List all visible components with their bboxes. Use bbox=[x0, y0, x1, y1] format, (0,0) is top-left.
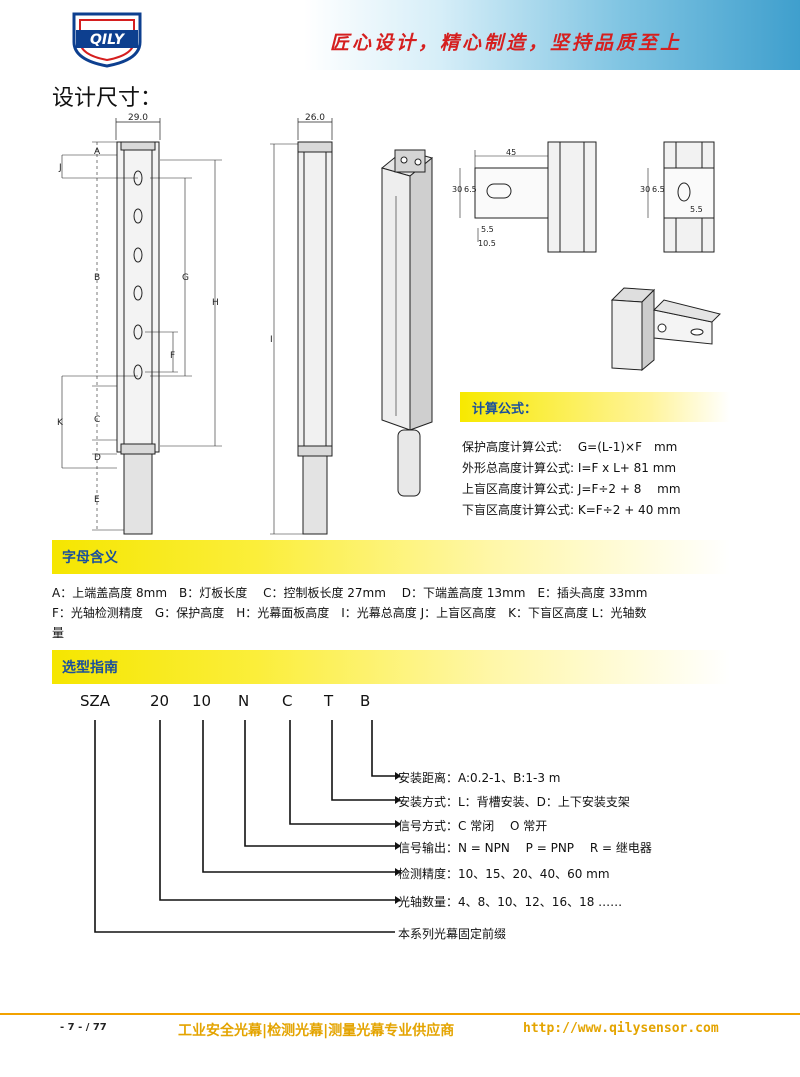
bracket-dim-45: 45 bbox=[506, 148, 516, 157]
option-signal-mode: 信号方式：C 常闭 O 常开 bbox=[398, 819, 548, 833]
dim-label-a: A bbox=[94, 147, 101, 157]
bracket-dim-30b: 30 bbox=[640, 185, 650, 194]
formula-upper-blind-zone: 上盲区高度计算公式: J=F÷2 + 8 mm bbox=[462, 482, 681, 496]
bracket-dim-6-5b: 6.5 bbox=[652, 185, 665, 194]
side-width-label: 26.0 bbox=[305, 113, 325, 123]
option-axis-count: 光轴数量：4、8、10、12、16、18 …… bbox=[398, 895, 623, 909]
bracket-dim-5-5b: 5.5 bbox=[690, 205, 703, 214]
dimension-drawings: 29.0 A B C bbox=[57, 113, 721, 535]
dim-label-h: H bbox=[212, 298, 219, 308]
formula-protection-height: 保护高度计算公式: G=(L-1)×F mm bbox=[462, 440, 678, 454]
code-signal: C bbox=[282, 692, 293, 710]
formula-title: 计算公式： bbox=[472, 402, 538, 417]
front-dim-labels: A B C D E F G H I J K bbox=[57, 147, 273, 505]
guide-title: 选型指南 bbox=[62, 660, 118, 676]
option-mount-method: 安装方式：L：背槽安装、D：上下安装支架 bbox=[398, 795, 630, 809]
code-output: N bbox=[238, 692, 250, 710]
dim-label-g: G bbox=[182, 273, 189, 283]
page-number: - 7 - / 77 bbox=[60, 1022, 107, 1033]
option-mount-distance: 安装距离：A:0.2-1、B:1-3 m bbox=[398, 771, 561, 785]
letters-line-1: A：上端盖高度 8mm B：灯板长度 C：控制板长度 27mm D：下端盖高度 … bbox=[52, 586, 648, 600]
guide-section-header: 选型指南 bbox=[52, 650, 730, 684]
perspective-view-drawing bbox=[380, 149, 434, 497]
formula-lower-blind-zone: 下盲区高度计算公式: K=F÷2 + 40 mm bbox=[462, 503, 681, 517]
bracket-top-drawing bbox=[459, 141, 597, 253]
option-detect-precision: 检测精度：10、15、20、40、60 mm bbox=[398, 867, 610, 881]
page-title: 设计尺寸： bbox=[52, 86, 163, 111]
bracket-dim-6-5a: 6.5 bbox=[464, 185, 477, 194]
slogan: 匠心设计，精心制造，坚持品质至上 bbox=[330, 32, 683, 54]
dim-label-j: J bbox=[58, 163, 62, 173]
front-view-drawing: 29.0 bbox=[61, 113, 222, 535]
code-prefix: SZA bbox=[80, 692, 111, 710]
dim-label-c: C bbox=[94, 415, 100, 425]
dim-label-k: K bbox=[57, 418, 64, 428]
bracket-perspective-drawing bbox=[610, 287, 721, 372]
dim-label-d: D bbox=[94, 453, 101, 463]
bracket-side-drawing bbox=[647, 141, 715, 253]
front-width-label: 29.0 bbox=[128, 113, 148, 123]
dim-label-b: B bbox=[94, 273, 100, 283]
code-axis-count: 20 bbox=[150, 692, 170, 710]
dim-label-i: I bbox=[270, 335, 273, 345]
letters-line-2: F：光轴检测精度 G：保护高度 H：光幕面板高度 I：光幕总高度 J：上盲区高度… bbox=[52, 606, 647, 620]
option-series-prefix: 本系列光幕固定前缀 bbox=[398, 927, 507, 941]
letters-title: 字母含义 bbox=[62, 550, 118, 566]
selection-guide-lines bbox=[94, 720, 401, 933]
code-distance: B bbox=[360, 692, 371, 710]
letters-line-3: 量 bbox=[52, 626, 65, 640]
letters-section-header: 字母含义 bbox=[52, 540, 730, 574]
code-precision: 10 bbox=[192, 692, 212, 710]
footer-divider bbox=[0, 1013, 800, 1015]
logo-text: QILY bbox=[90, 32, 126, 48]
formula-total-height: 外形总高度计算公式: I=F x L+ 81 mm bbox=[462, 461, 677, 475]
company-logo: QILY bbox=[72, 12, 142, 68]
bracket-dim-5-5a: 5.5 bbox=[481, 225, 494, 234]
code-mounting: T bbox=[324, 692, 334, 710]
footer-url-link[interactable]: http://www.qilysensor.com bbox=[523, 1021, 719, 1036]
bracket-dim-30a: 30 bbox=[452, 185, 462, 194]
option-signal-output: 信号输出：N = NPN P = PNP R = 继电器 bbox=[398, 841, 652, 855]
footer-tagline: 工业安全光幕|检测光幕|测量光幕专业供应商 bbox=[178, 1023, 455, 1039]
dim-label-e: E bbox=[94, 495, 100, 505]
bracket-dim-10-5: 10.5 bbox=[478, 239, 496, 248]
side-view-drawing: 26.0 bbox=[270, 113, 333, 535]
bracket-dim-labels: 45 30 6.5 5.5 10.5 30 6.5 5.5 bbox=[452, 148, 703, 248]
dim-label-f: F bbox=[170, 351, 175, 361]
formula-section-header: 计算公式： bbox=[460, 392, 730, 422]
